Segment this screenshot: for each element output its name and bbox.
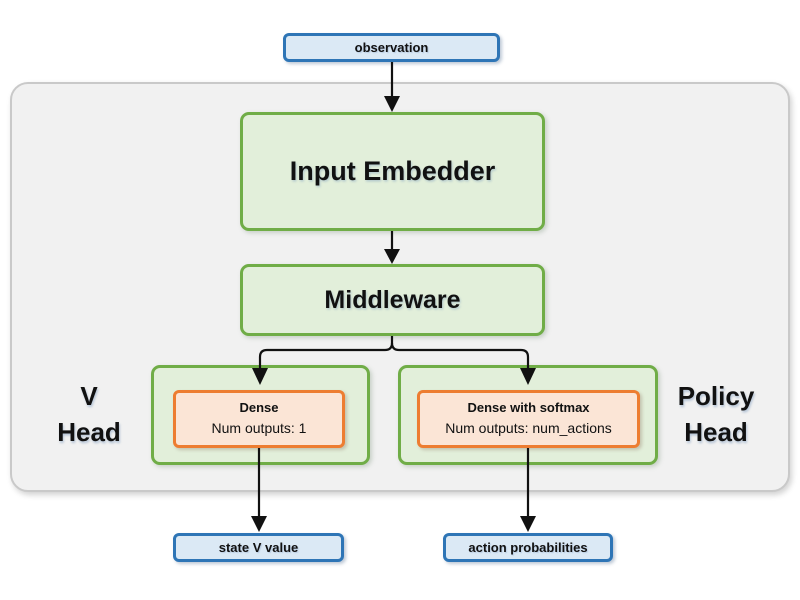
policy-head-dense-subtitle: Num outputs: num_actions (445, 420, 612, 437)
v-head-dense-subtitle: Num outputs: 1 (211, 420, 307, 437)
node-action-probabilities-label: action probabilities (468, 540, 588, 555)
node-observation-label: observation (354, 40, 429, 55)
policy-head-label: Policy Head (655, 378, 777, 450)
node-action-probabilities: action probabilities (443, 533, 613, 562)
node-middleware: Middleware (240, 264, 545, 336)
node-state-v-value: state V value (173, 533, 344, 562)
node-middleware-label: Middleware (324, 285, 461, 314)
v-head-label-line1: V (80, 381, 98, 411)
v-head-dense-node: Dense Num outputs: 1 (173, 390, 345, 448)
policy-head-label-line2: Head (684, 417, 748, 447)
policy-head-label-line1: Policy (677, 381, 755, 411)
node-observation: observation (283, 33, 500, 62)
node-input-embedder: Input Embedder (240, 112, 545, 231)
node-state-v-value-label: state V value (218, 540, 299, 555)
v-head-label-line2: Head (57, 417, 121, 447)
policy-head-dense-node: Dense with softmax Num outputs: num_acti… (417, 390, 640, 448)
v-head-label: V Head (28, 378, 150, 450)
policy-head-dense-title: Dense with softmax (467, 400, 590, 416)
v-head-dense-title: Dense (239, 400, 279, 416)
node-input-embedder-label: Input Embedder (289, 156, 496, 186)
